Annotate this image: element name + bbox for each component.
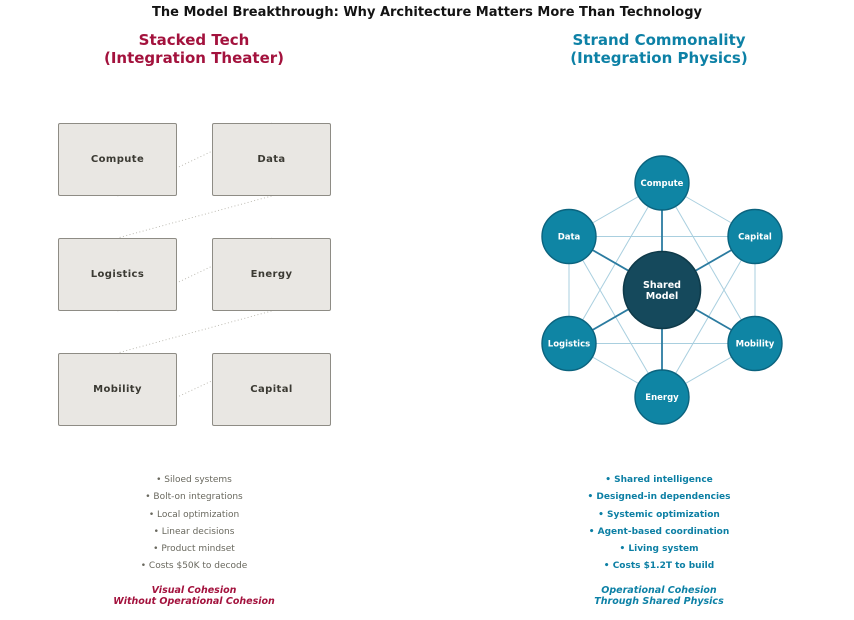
left-heading-line2: (Integration Theater)	[103, 48, 285, 67]
stack-box-label: Data	[257, 154, 286, 165]
network-node-label: Mobility	[736, 340, 775, 350]
network-node-circle-energy	[634, 369, 690, 425]
bullet-item: Designed-in dependencies	[509, 489, 809, 506]
stack-box-label: Mobility	[93, 384, 142, 395]
left-bullet-list: Siloed systems Bolt-on integrations Loca…	[44, 472, 344, 576]
stack-connectors	[117, 122, 272, 426]
stack-box-logistics: Logistics	[58, 238, 177, 311]
right-footer-line2: Through Shared Physics	[594, 596, 724, 607]
right-bullet-list: Shared intelligence Designed-in dependen…	[509, 472, 809, 576]
bullet-item: Siloed systems	[44, 472, 344, 489]
network-node-circle-capital	[727, 208, 783, 265]
bullet-item: Costs $50K to decode	[44, 558, 344, 575]
stack-box-capital: Capital	[212, 353, 331, 426]
network-node-circle-logistics	[541, 315, 597, 372]
stack-box-energy: Energy	[212, 238, 331, 311]
network-node-label: Logistics	[548, 340, 590, 350]
right-footer-line1: Operational Cohesion	[601, 585, 717, 596]
stack-box-label: Capital	[250, 384, 293, 395]
stack-box-label: Compute	[90, 154, 145, 165]
bullet-item: Living system	[509, 541, 809, 558]
right-heading-line2: (Integration Physics)	[570, 48, 748, 67]
network-diagram: Compute Capital Mobility Energy Logistic…	[541, 155, 783, 425]
network-center-label-line2: Model	[646, 291, 678, 302]
network-node-circle-data	[541, 208, 597, 265]
bullet-item: Agent-based coordination	[509, 524, 809, 541]
right-heading: Strand Commonality (Integration Physics)	[509, 31, 809, 67]
bullet-item: Shared intelligence	[509, 472, 809, 489]
network-center-circle	[622, 250, 702, 330]
network-center-label-line1: Shared	[643, 280, 681, 291]
bullet-item: Linear decisions	[44, 524, 344, 541]
left-footer-line2: Without Operational Cohesion	[113, 596, 275, 607]
left-footer: Visual Cohesion Without Operational Cohe…	[44, 585, 344, 607]
bullet-item: Product mindset	[44, 541, 344, 558]
network-node-label: Data	[558, 233, 581, 243]
right-footer: Operational Cohesion Through Shared Phys…	[509, 585, 809, 607]
bullet-item: Systemic optimization	[509, 507, 809, 524]
right-heading-line1: Strand Commonality	[572, 31, 746, 49]
stack-box-compute: Compute	[58, 123, 177, 196]
network-node-label: Capital	[738, 233, 772, 243]
stack-box-mobility: Mobility	[58, 353, 177, 426]
stack-box-data: Data	[212, 123, 331, 196]
network-node-circle-compute	[634, 155, 690, 211]
network-node-label: Compute	[641, 179, 684, 189]
left-footer-line1: Visual Cohesion	[151, 585, 237, 596]
left-heading-line1: Stacked Tech	[138, 31, 250, 49]
bullet-item: Costs $1.2T to build	[509, 558, 809, 575]
bullet-item: Local optimization	[44, 507, 344, 524]
figure-title: The Model Breakthrough: Why Architecture…	[152, 5, 702, 20]
network-node-circle-mobility	[727, 315, 783, 372]
network-node-label: Energy	[645, 393, 679, 403]
bullet-item: Bolt-on integrations	[44, 489, 344, 506]
stack-box-label: Energy	[250, 269, 293, 280]
left-heading: Stacked Tech (Integration Theater)	[44, 31, 344, 67]
stack-box-label: Logistics	[90, 269, 145, 280]
